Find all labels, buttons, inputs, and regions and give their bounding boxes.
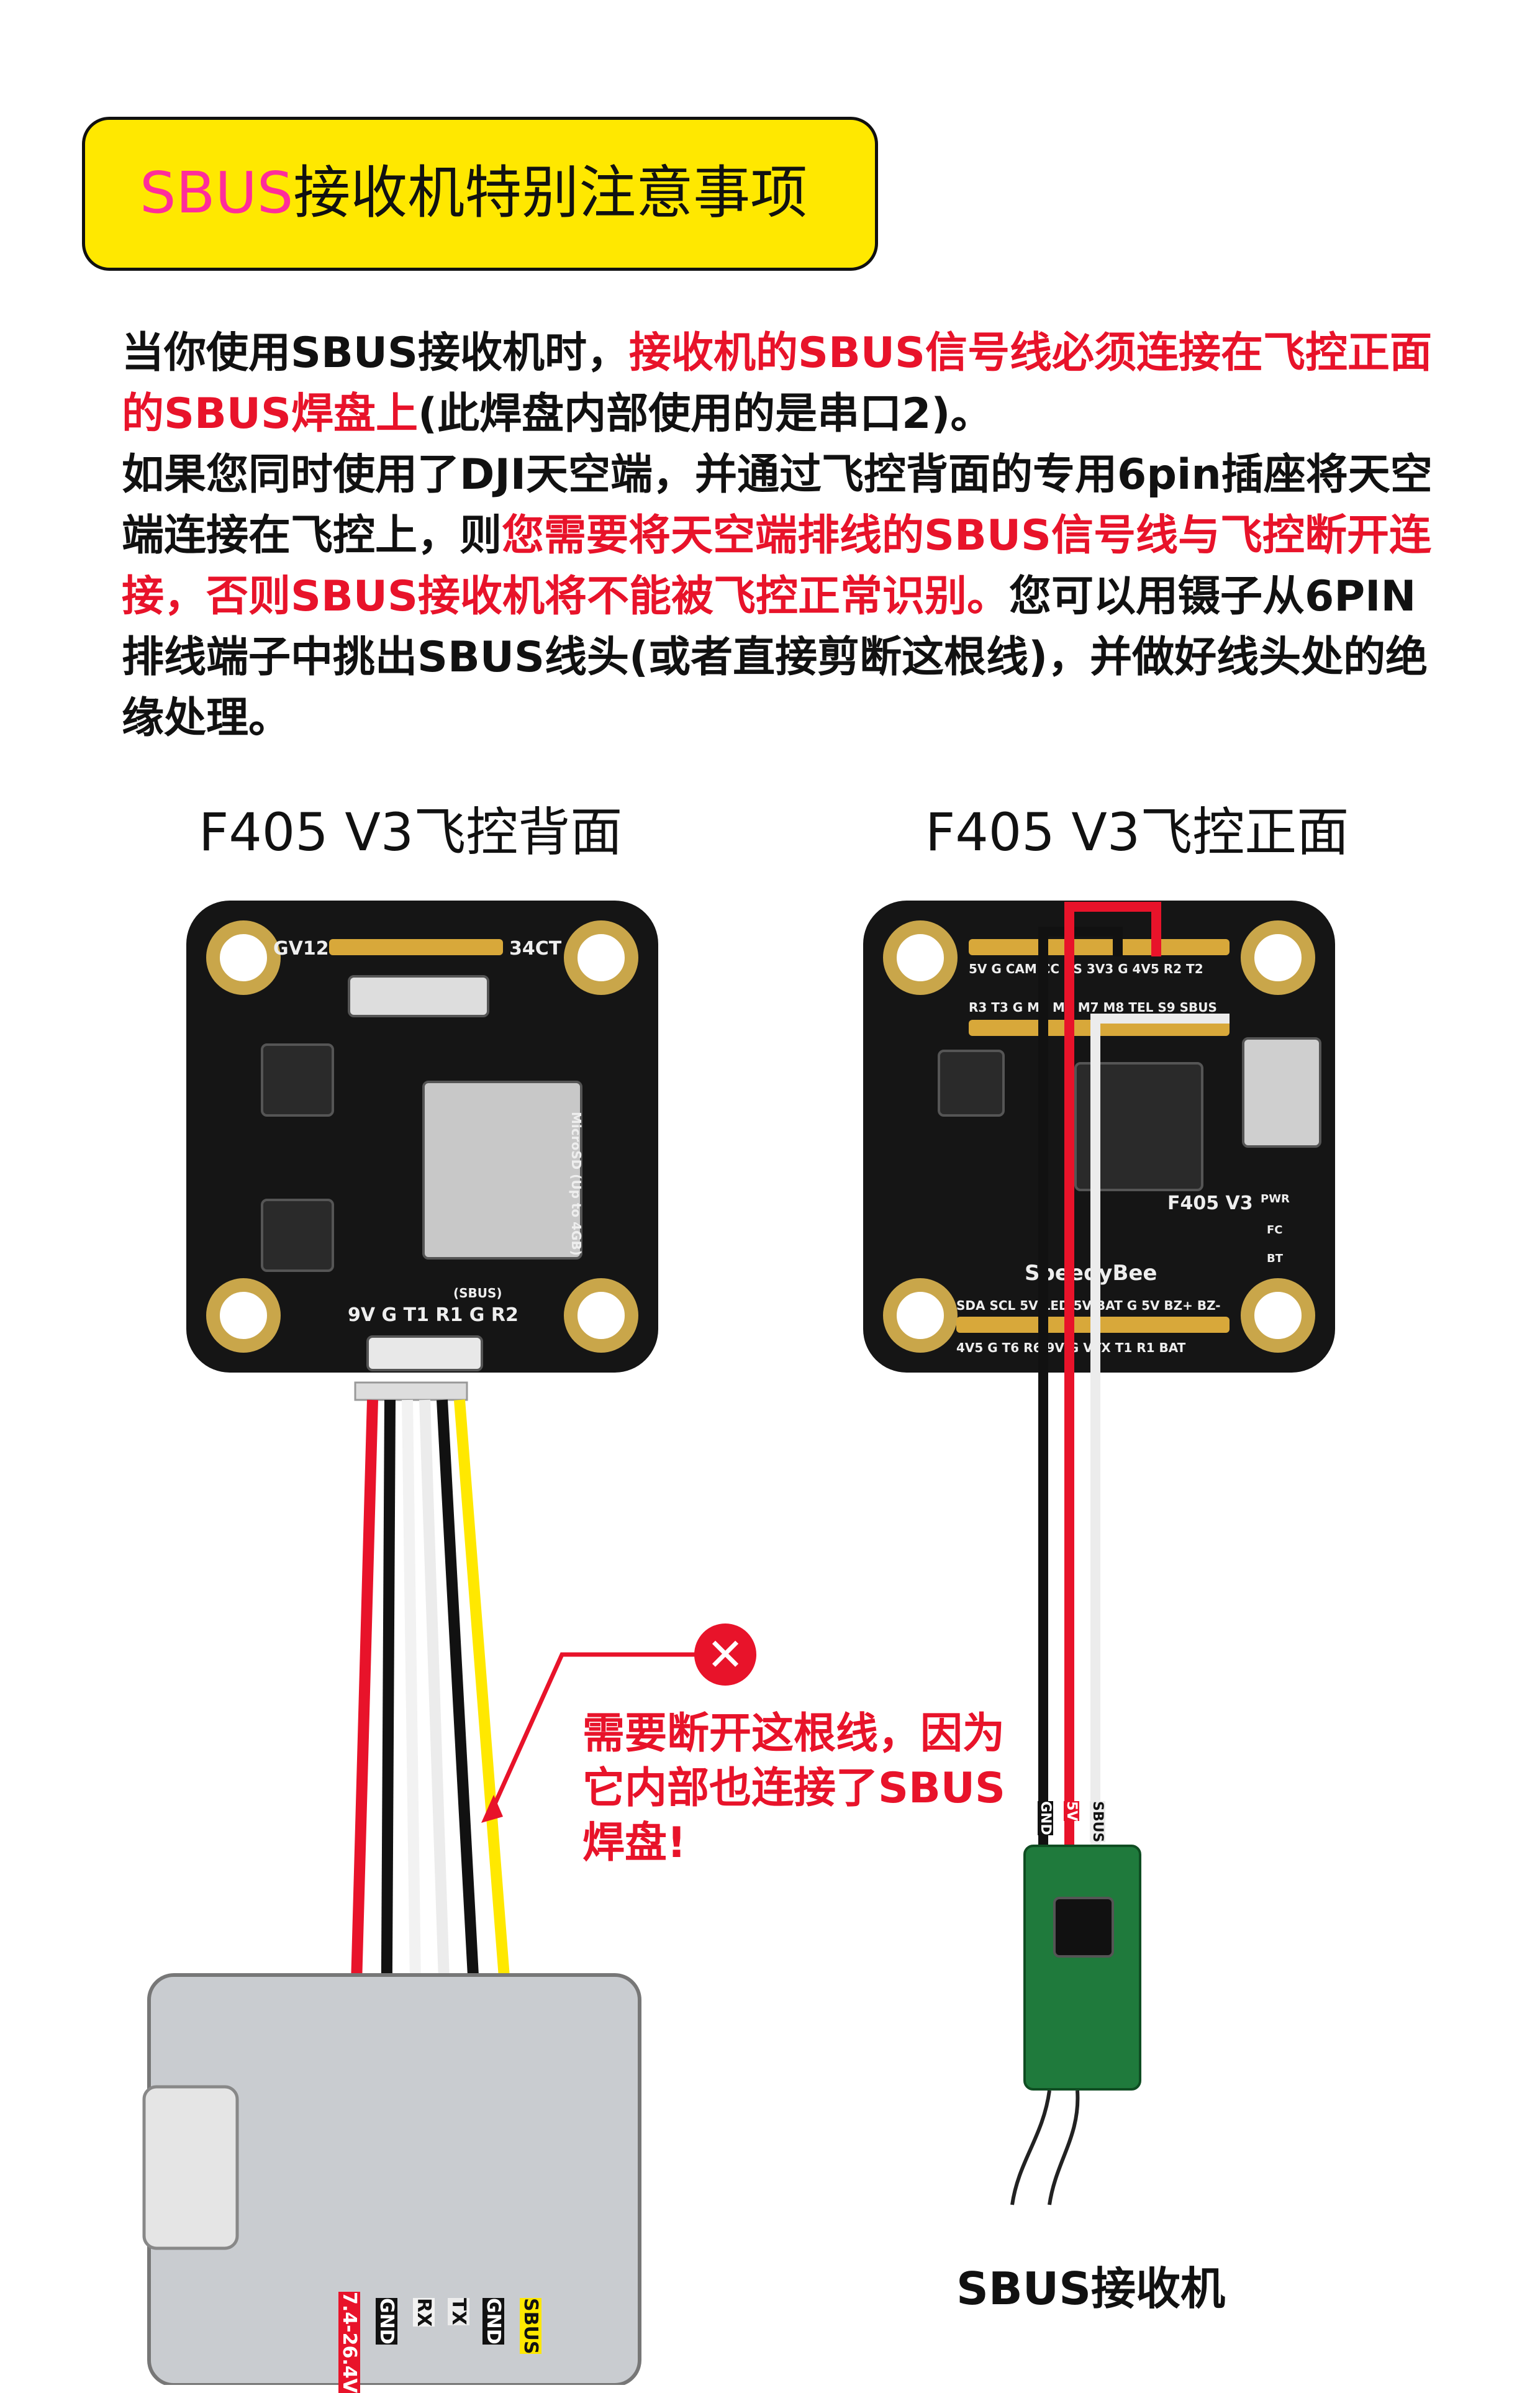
led-label-fc: FC xyxy=(1267,1224,1283,1237)
model-label: F405 V3 xyxy=(1167,1192,1253,1214)
rx-tag-5v: 5V xyxy=(1064,1801,1079,1822)
p1-intro: 当你使用SBUS接收机时， xyxy=(122,329,629,378)
silk-label: GV12 xyxy=(273,938,329,960)
p2-tip: 您可以用镊子从6PIN排线端子中挑出SBUS线头(或者直接剪断这根线)，并做好线… xyxy=(122,572,1428,743)
antenna xyxy=(1010,2090,1051,2205)
sbus-silk: (SBUS) xyxy=(453,1286,502,1301)
wire-tag-rx: RX xyxy=(413,2298,435,2327)
rx-wire-5v xyxy=(1064,902,1161,1851)
6pin-plug xyxy=(354,1381,468,1401)
banner-title: SBUS接收机特别注意事项 xyxy=(140,156,807,230)
banner-title-highlight: SBUS xyxy=(140,160,294,226)
mount-hole xyxy=(883,1278,958,1353)
instructions-text: 当你使用SBUS接收机时，接收机的SBUS信号线必须连接在飞控正面的SBUS焊盘… xyxy=(122,323,1438,749)
antenna xyxy=(1048,2090,1080,2205)
led-label-bt: BT xyxy=(1267,1252,1283,1265)
pad-labels-row3: SDA SCL 5V LED 5V BAT G 5V BZ+ BZ- xyxy=(956,1298,1221,1313)
pad-labels-row1: 5V G CAM CC RS 3V3 G 4V5 R2 T2 xyxy=(969,961,1203,976)
paragraph-1: 当你使用SBUS接收机时，接收机的SBUS信号线必须连接在飞控正面的SBUS焊盘… xyxy=(122,323,1438,445)
wire-tag-gnd: GND xyxy=(376,2298,397,2345)
title-banner: SBUS接收机特别注意事项 xyxy=(82,117,878,271)
rx-wire-gnd xyxy=(1038,927,1123,1851)
caption-back-side: F405 V3飞控背面 xyxy=(199,802,623,863)
banner-title-rest: 接收机特别注意事项 xyxy=(293,160,808,226)
back-flight-controller: GV12 34CT MicroSD (Up to 4GB) (SBUS) 9V … xyxy=(186,901,658,1373)
wire-tag-sbus: SBUS xyxy=(520,2298,541,2354)
rx-tag-gnd: GND xyxy=(1038,1801,1053,1835)
air-unit-usb-port xyxy=(142,2085,239,2250)
inductor xyxy=(261,1043,334,1117)
p2-warning: 您需要将天空端排线的SBUS信号线与飞控断开连接，否则SBUS接收机将不能被飞控… xyxy=(122,511,1432,621)
receiver-label: SBUS接收机 xyxy=(956,2263,1226,2315)
warning-callout-text: 需要断开这根线，因为它内部也连接了SBUS焊盘! xyxy=(582,1709,1005,1868)
error-icon: ✕ xyxy=(694,1623,756,1686)
receiver-chip xyxy=(1053,1897,1114,1958)
caption-front-side: F405 V3飞控正面 xyxy=(925,802,1349,863)
wire-tag-power: 7.4-26.4V xyxy=(338,2292,360,2393)
gyro-chip xyxy=(938,1050,1005,1117)
usb-c-port xyxy=(1242,1037,1321,1148)
inductor xyxy=(261,1199,334,1272)
callout-line xyxy=(488,1652,695,1815)
rx-wire-sbus xyxy=(1090,1014,1230,1851)
pad-row xyxy=(329,939,503,955)
p1-note: (此焊盘内部使用的是串口2)。 xyxy=(418,389,993,438)
wire-tag-gnd-2: GND xyxy=(482,2298,504,2345)
connector-port xyxy=(348,975,489,1017)
paragraph-2: 如果您同时使用了DJI天空端，并通过飞控背面的专用6pin插座将天空端连接在飞控… xyxy=(122,445,1438,749)
6pin-socket xyxy=(366,1335,483,1371)
p1-warning: 接收机的SBUS信号线必须连接在飞控正面的SBUS焊盘上 xyxy=(122,329,1432,438)
microsd-slot xyxy=(422,1081,582,1260)
connector-silk: 9V G T1 R1 G R2 xyxy=(348,1304,519,1326)
wire-tag-tx: TX xyxy=(448,2298,469,2325)
sbus-receiver xyxy=(1023,1845,1141,2091)
rx-tag-sbus: SBUS xyxy=(1090,1801,1105,1843)
led-label-pwr: PWR xyxy=(1261,1192,1290,1206)
pad-labels-row2: R3 T3 G M5 M6 M7 M8 TEL S9 SBUS xyxy=(969,1000,1217,1015)
pad-row xyxy=(969,939,1230,955)
p2-intro: 如果您同时使用了DJI天空端，并通过飞控背面的专用6pin插座将天空端连接在飞控… xyxy=(122,450,1433,560)
callout-arrowhead xyxy=(481,1795,503,1823)
silk-label: 34CT xyxy=(509,938,562,960)
